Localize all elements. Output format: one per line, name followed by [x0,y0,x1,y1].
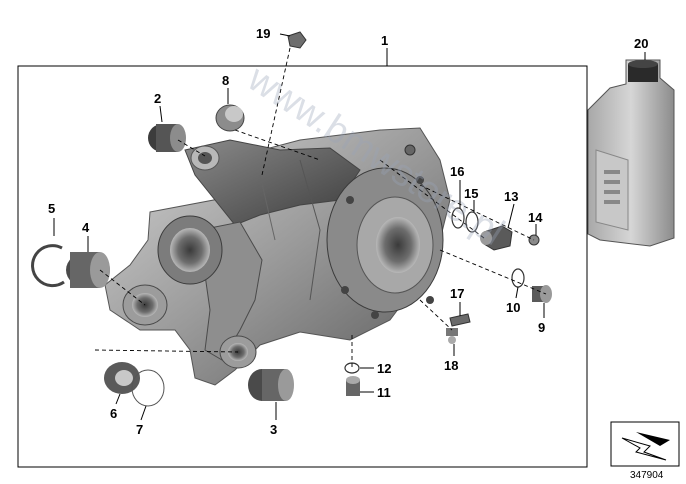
callout-18: 18 [444,358,458,373]
bearing-part-3 [248,369,294,401]
bolt-part-18 [446,328,458,344]
catalog-number: 347904 [630,470,664,481]
leader-line-2 [159,105,163,123]
assembly-frame [17,65,588,468]
vent-part-19 [287,31,307,49]
arrow-symbol-icon [610,421,680,467]
oil-bottle-icon [587,59,675,247]
oring-part-16 [451,207,465,229]
assembly-line [177,139,206,157]
assembly-line [99,269,146,306]
callout-15: 15 [464,186,478,201]
cap-part-8 [215,104,245,132]
assembly-line [419,184,535,241]
callout-6: 6 [110,406,117,421]
plug-part-11 [346,376,360,396]
callout-13: 13 [504,189,518,204]
callout-7: 7 [136,422,143,437]
bolt-part-17 [449,313,471,327]
leader-line-19 [279,33,291,37]
circlip-part-5 [31,244,65,288]
assembly-line [419,299,453,331]
callout-11: 11 [377,385,391,400]
callout-16: 16 [450,164,464,179]
callout-9: 9 [538,320,545,335]
oring-part-15 [465,211,479,233]
ring-part-7 [131,369,165,407]
callout-17: 17 [450,286,464,301]
assembly-line [379,159,485,239]
leader-line-7 [140,405,147,421]
bearing-part-4 [66,252,110,288]
leader-line-13 [507,203,515,229]
callout-1: 1 [381,33,388,48]
callout-8: 8 [222,73,229,88]
callout-20: 20 [634,36,648,51]
assembly-line [439,249,547,295]
callout-3: 3 [270,422,277,437]
callout-19: 19 [256,26,270,41]
leader-line-6 [115,393,121,405]
callout-4: 4 [82,220,90,235]
plug-part-9 [532,285,552,303]
assembly-line [261,47,291,176]
callout-14: 14 [528,210,543,225]
leader-line-10 [515,286,519,299]
bushing-part-2 [148,124,186,152]
callout-12: 12 [377,361,391,376]
callout-10: 10 [506,300,520,315]
callout-5: 5 [48,201,55,216]
assembly-line [234,129,321,161]
rear-final-drive-housing-icon [104,127,451,386]
assembly-line [94,349,239,353]
callout-2: 2 [154,91,161,106]
sensor-part-13 [480,225,513,251]
seal-part-6 [104,362,140,394]
ring-part-10 [511,268,525,288]
